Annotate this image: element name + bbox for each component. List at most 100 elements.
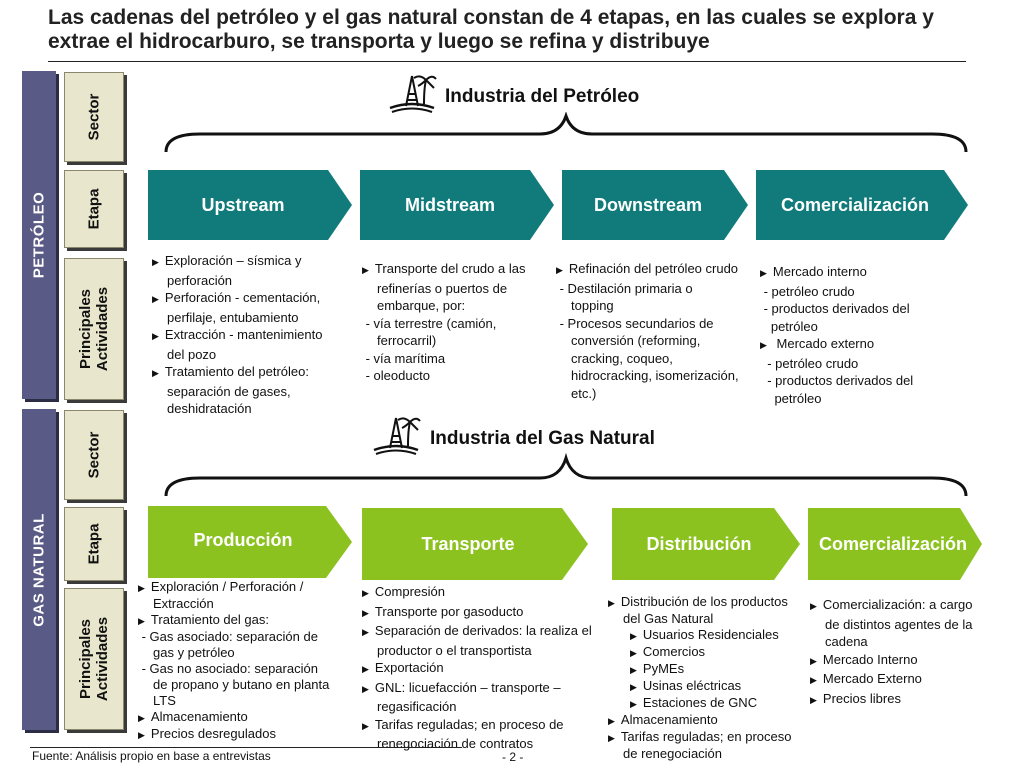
activity-line: - petróleo crudo <box>760 355 965 373</box>
activity-text: de distintos agentes de la <box>825 616 973 632</box>
stage-upstream: Upstream <box>148 170 352 240</box>
activity-text: Exploración – sísmica y <box>164 253 302 268</box>
activity-text: Transporte del crudo a las <box>374 261 526 276</box>
activity-line: embarque, por: <box>362 297 558 315</box>
bullet-arrow-icon: ▶ <box>362 683 369 694</box>
activity-line: - Gas asociado: separación de <box>138 629 360 645</box>
bullet-arrow-icon: ▶ <box>810 655 817 666</box>
activity-text: del pozo <box>167 346 217 362</box>
bullet-arrow-icon: ▶ <box>556 265 563 275</box>
activity-line: cracking, coqueo, <box>556 350 756 368</box>
activity-text: conversión (reforming, <box>571 333 701 348</box>
activity-text: Separación de derivados: la realiza el <box>374 623 592 638</box>
gas-activities-produccion: ▶Exploración / Perforación /Extracción▶T… <box>138 579 360 743</box>
stage-transporte: Transporte <box>362 508 588 580</box>
bullet-arrow-icon: ▶ <box>630 648 637 658</box>
activity-text: Distribución de los productos <box>620 594 788 609</box>
activity-text: cadena <box>825 634 868 649</box>
activity-line: ▶Mercado Interno <box>810 651 990 671</box>
activity-line: ▶ Mercado interno <box>760 263 965 283</box>
activity-line: - vía terrestre (camión, <box>362 315 558 333</box>
activity-line: separación de gases, <box>152 383 357 401</box>
bullet-arrow-icon: ▶ <box>810 675 817 685</box>
bullet-arrow-icon: ▶ <box>630 699 637 709</box>
activity-text: - productos derivados del <box>760 373 914 388</box>
petroleo-industry-title: Industria del Petróleo <box>445 86 640 107</box>
gas-row-etapa: Etapa <box>64 507 124 581</box>
stage-label: Producción <box>193 530 293 550</box>
bullet-arrow-icon: ▶ <box>608 733 615 743</box>
bullet-arrow-icon: ▶ <box>608 598 615 608</box>
bullet-arrow-icon: ▶ <box>152 331 159 341</box>
gas-activities-transporte: ▶Compresión▶Transporte por gasoducto▶Sep… <box>362 583 612 753</box>
activity-line: ▶Tratamiento del gas: <box>138 612 360 629</box>
footer-divider <box>30 747 462 748</box>
activity-text: Tarifas reguladas; en proceso <box>620 729 792 744</box>
activity-line: LTS <box>138 693 360 709</box>
activity-text: Almacenamiento <box>620 712 718 727</box>
activity-line: ferrocarril) <box>362 332 558 350</box>
activity-text: - vía terrestre (camión, <box>362 315 497 331</box>
gas-brace <box>164 452 968 497</box>
activity-text: perfilaje, entubamiento <box>167 309 299 325</box>
activity-text: gas y petróleo <box>153 645 235 660</box>
activity-line: ▶ GNL: licuefacción – transporte – <box>362 679 612 699</box>
activity-text: renegociación de contratos <box>377 736 534 751</box>
bullet-arrow-icon: ▶ <box>152 257 159 267</box>
activity-text: GNL: licuefacción – transporte – <box>374 679 561 695</box>
activity-line: - productos derivados del <box>760 300 965 318</box>
activity-line: etc.) <box>556 385 756 403</box>
bullet-arrow-icon: ▶ <box>152 294 159 304</box>
activity-text: de renegociación <box>623 746 723 761</box>
activity-line: ▶Usinas eléctricas <box>608 678 812 695</box>
gas-activities-comercializacion: ▶ Comercialización: a cargo de distintos a… <box>810 596 990 709</box>
activity-text: Mercado Externo <box>822 671 922 686</box>
activity-text: etc.) <box>571 385 597 401</box>
activity-line: ▶ Mercado Externo <box>810 670 990 690</box>
activity-line: ▶Almacenamiento <box>138 709 360 726</box>
activity-line: ▶ Transporte por gasoducto <box>362 603 612 623</box>
activity-text: perforación <box>167 272 233 288</box>
row-label-etapa: Etapa <box>85 523 103 565</box>
gas-derrick-palm-icon <box>373 417 421 455</box>
activity-line: - oleoducto <box>362 367 558 385</box>
activity-text: - Destilación primaria o <box>556 280 693 296</box>
activity-text: PyMEs <box>642 661 685 676</box>
stage-label: Upstream <box>201 194 285 215</box>
title-divider <box>48 61 966 62</box>
activity-text: Refinación del petróleo crudo <box>568 261 739 276</box>
bullet-arrow-icon: ▶ <box>760 268 767 278</box>
stage-produccion: Producción <box>148 506 352 578</box>
bullet-arrow-icon: ▶ <box>760 340 767 350</box>
activity-line: regasificación <box>362 698 612 716</box>
activity-line: ▶Exportación <box>362 659 612 679</box>
oil-derrick-palm-icon <box>389 75 437 113</box>
activity-line: - vía marítima <box>362 350 558 368</box>
activity-text: petróleo <box>760 318 818 334</box>
stage-comercializacion-petroleo: Comercialización <box>756 170 968 240</box>
petroleo-row-etapa: Etapa <box>64 170 124 248</box>
stage-midstream: Midstream <box>360 170 554 240</box>
activity-line: petróleo <box>760 390 965 408</box>
slide-title: Las cadenas del petróleo y el gas natura… <box>48 6 934 53</box>
activity-text: petróleo <box>760 390 822 406</box>
activity-text: Transporte por gasoducto <box>374 603 524 619</box>
activity-line: cadena <box>810 633 990 651</box>
activity-line: ▶Tarifas reguladas; en proceso de <box>362 716 612 736</box>
bullet-arrow-icon: ▶ <box>810 601 817 611</box>
bullet-arrow-icon: ▶ <box>138 616 145 626</box>
activity-line: ▶ Comercialización: a cargo <box>810 596 990 616</box>
activity-text: Mercado interno <box>772 264 867 279</box>
activity-line: - Destilación primaria o <box>556 280 756 298</box>
bullet-arrow-icon: ▶ <box>362 607 369 618</box>
bullet-arrow-icon: ▶ <box>138 713 145 723</box>
activity-text: Comercialización: a cargo <box>822 597 973 612</box>
bullet-arrow-icon: ▶ <box>152 368 159 378</box>
petroleo-row-sector: Sector <box>64 72 124 162</box>
activity-text: Exportación <box>374 660 444 675</box>
activity-line: renegociación de contratos <box>362 735 612 753</box>
bullet-arrow-icon: ▶ <box>138 730 145 740</box>
